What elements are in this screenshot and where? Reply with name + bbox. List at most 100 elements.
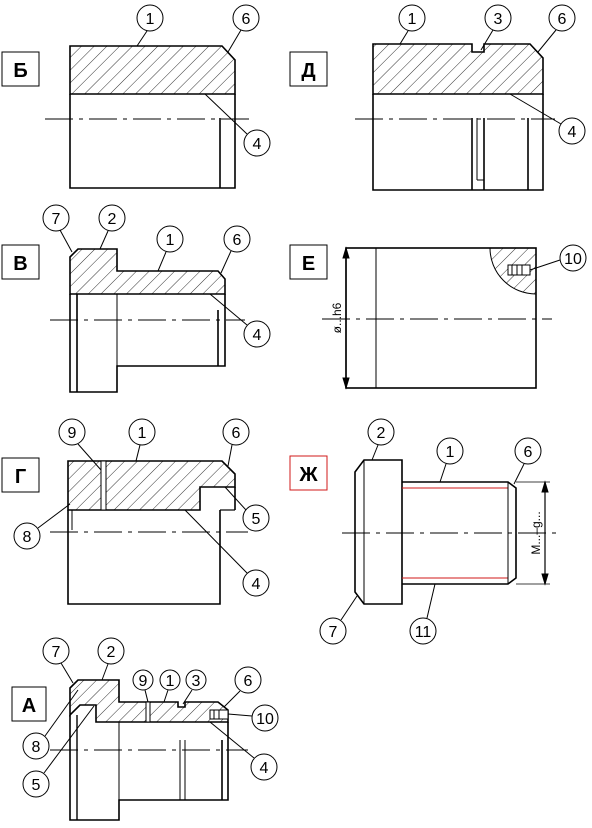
- callout-number: 2: [108, 211, 117, 228]
- callout-circle: [42, 204, 70, 232]
- callout-number: 11: [415, 624, 432, 641]
- callout-number: 6: [244, 673, 253, 690]
- frame-d-label: Д: [301, 60, 315, 82]
- hatched-section: [69, 679, 229, 723]
- callout-number: 1: [408, 11, 417, 28]
- callout-circle: [232, 4, 260, 32]
- callout-circle: [559, 244, 587, 272]
- leader-line: [77, 443, 102, 471]
- callout-number: 6: [524, 444, 533, 461]
- callout-number: 8: [32, 739, 41, 756]
- callout-number: 4: [252, 576, 261, 593]
- frame-b: [1, 51, 40, 87]
- leader-line: [513, 463, 525, 485]
- leader-line: [44, 689, 79, 737]
- leader-line: [371, 444, 379, 461]
- callout-number: 3: [192, 673, 201, 690]
- callout-circle: [250, 753, 278, 781]
- callout-circle: [223, 225, 251, 253]
- callout-number: 9: [68, 425, 77, 442]
- leader-line: [224, 486, 247, 511]
- leader-line: [480, 29, 494, 51]
- callout-circle: [128, 418, 156, 446]
- frame-zh: [289, 455, 328, 491]
- callout-number: 4: [568, 124, 577, 141]
- callout-number: 1: [166, 673, 175, 690]
- frame-a-label: А: [22, 695, 36, 717]
- threaded-shank: [402, 481, 517, 585]
- callout-number: 1: [146, 11, 155, 28]
- leader-line: [227, 444, 233, 467]
- frame-g: [1, 457, 40, 493]
- callout-circle: [13, 522, 41, 550]
- hatched-section: [69, 248, 226, 295]
- callout-circle: [367, 418, 395, 446]
- frame-g-label: Г: [15, 466, 26, 488]
- hatched-section: [69, 45, 236, 95]
- callout-circle: [132, 669, 154, 691]
- callout-number: 7: [52, 211, 61, 228]
- callout-number: 7: [52, 644, 61, 661]
- callout-circle: [159, 669, 181, 691]
- dimension-arrow: [342, 377, 350, 390]
- frame-a: [11, 686, 47, 722]
- callout-circle: [398, 4, 426, 32]
- frame-v-label: В: [13, 253, 27, 275]
- frame-e: [289, 244, 328, 280]
- diameter-label: ø...h6: [330, 302, 344, 333]
- frame-zh-label: Ж: [298, 464, 318, 486]
- callout-number: 1: [446, 444, 455, 461]
- leader-line: [204, 93, 248, 135]
- oil-hole: [145, 701, 151, 723]
- variant-g: Г 9 1 6 8 5 4: [1, 418, 270, 605]
- dimension-arrow: [342, 246, 350, 259]
- callout-number: 6: [232, 425, 241, 442]
- leader-line: [537, 29, 557, 53]
- leader-line: [227, 713, 253, 717]
- callout-number: 8: [23, 529, 32, 546]
- variant-a: А 7 2 9 1 3: [11, 637, 279, 821]
- variant-zh: Ж M...–g... 2 1 6 7: [289, 418, 560, 645]
- leader-line: [59, 229, 73, 253]
- bushing-body: [372, 94, 544, 191]
- leader-line: [163, 689, 169, 703]
- callout-circle: [97, 637, 125, 665]
- callout-circle: [42, 637, 70, 665]
- callout-number: 4: [253, 136, 262, 153]
- leader-line: [227, 29, 242, 53]
- callout-number: 1: [166, 232, 175, 249]
- variant-v: В 7 2 1 6 4: [1, 204, 271, 393]
- set-screw: [507, 264, 531, 276]
- leader-line: [60, 662, 74, 684]
- callout-circle: [234, 666, 262, 694]
- callout-number: 5: [252, 511, 261, 528]
- leader-line: [144, 689, 149, 703]
- leader-line: [101, 663, 109, 681]
- bushing-body: [69, 294, 226, 393]
- leader-line: [182, 689, 193, 705]
- callout-circle: [436, 437, 464, 465]
- callout-number: 2: [107, 644, 116, 661]
- callout-circle: [22, 770, 50, 798]
- leader-line: [99, 230, 109, 250]
- frame-b-label: Б: [13, 60, 27, 82]
- leader-line: [157, 251, 167, 272]
- variant-b: Б 1 6 4: [1, 4, 271, 189]
- variant-d: Д 1 3 6 4: [289, 4, 586, 191]
- leader-line: [399, 30, 409, 45]
- dimension-arrow: [541, 573, 549, 586]
- callout-circle: [558, 117, 586, 145]
- leader-line: [426, 583, 436, 619]
- hatched-section: [372, 43, 544, 95]
- dimension-arrow: [541, 480, 549, 493]
- callout-circle: [242, 504, 270, 532]
- leader-line: [340, 595, 358, 621]
- callout-circle: [136, 4, 164, 32]
- callout-circle: [58, 418, 86, 446]
- callout-number: 1: [138, 425, 147, 442]
- bushing-body: [69, 715, 229, 821]
- callout-circle: [243, 129, 271, 157]
- callout-circle: [185, 669, 207, 691]
- callout-number: 10: [256, 711, 274, 728]
